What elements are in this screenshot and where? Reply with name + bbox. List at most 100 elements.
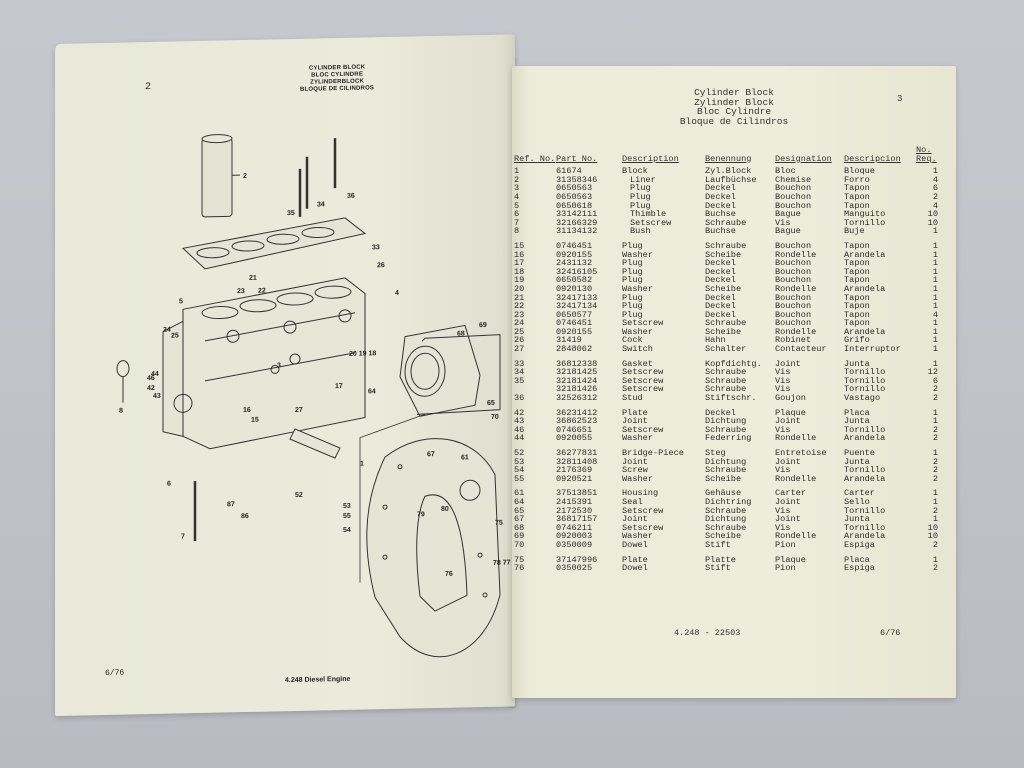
cell-descripcion: Carter [844,488,875,499]
parts-list-table: Ref. No. Part No. Description Benennung … [512,146,942,573]
cell-descripcion: Tornillo [844,217,886,228]
cell-description: Setscrew [622,384,664,395]
cell-description: Plug [630,200,651,211]
cell-designation: Entretoise [775,448,827,458]
svg-text:76: 76 [445,571,453,578]
svg-text:2: 2 [243,173,247,180]
cell-description: Plug [622,309,643,320]
svg-text:79: 79 [417,511,425,518]
cell-descripcion: Tapon [844,318,870,329]
cell-description: Plug [630,183,651,194]
cell-designation: Rondelle [775,326,817,337]
svg-text:86: 86 [241,513,249,520]
cell-part-no: 36817157 [556,514,598,525]
cell-benennung: Gehäuse [705,488,742,499]
cell-no-req: 2 [932,393,938,404]
cell-part-no: 32181425 [556,367,598,378]
cell-no-req: 4 [932,309,938,320]
cell-no-req: 2 [932,191,938,202]
cell-benennung: Dichtring [705,496,752,507]
cell-part-no: 0920155 [556,249,593,260]
svg-text:43: 43 [153,393,161,400]
cell-benennung: Dichtung [705,514,747,525]
cell-benennung: Scheibe [705,326,742,337]
cell-designation: Pion [775,539,796,550]
cell-descripcion: Arandela [844,473,886,484]
cell-ref-no: 68 [514,522,525,533]
cell-part-no: 0920521 [556,473,593,484]
cell-benennung: Schraube [705,217,747,228]
cell-benennung: Schraube [705,465,747,476]
cell-part-no: 0650563 [556,191,593,202]
cell-no-req: 10 [927,531,938,542]
left-footer-engine: 4.248 Diesel Engine [285,675,351,685]
cell-designation: Vis [775,522,791,533]
cell-designation: Vis [775,505,791,516]
cell-description: Plate [622,554,648,565]
cell-ref-no: 26 [514,335,525,346]
cell-description: Washer [622,326,653,337]
svg-text:36: 36 [347,193,355,200]
cell-part-no: 2848062 [556,344,593,355]
cell-ref-no: 52 [514,448,525,458]
cell-benennung: Scheibe [705,283,742,294]
cell-no-req: 6 [932,183,938,194]
cell-designation: Pion [775,563,796,574]
svg-text:75: 75 [495,520,503,527]
cell-no-req: 1 [932,496,938,507]
svg-text:53: 53 [343,503,351,510]
cell-no-req: 12 [927,367,938,378]
cell-part-no: 36862523 [556,416,598,427]
cell-description: Washer [622,283,653,294]
cell-description: Plug [622,258,643,269]
cell-part-no: 36231412 [556,407,598,418]
col-part-no: Part No. [556,153,598,164]
liner-part [201,134,240,218]
cell-no-req: 1 [932,358,938,369]
cell-part-no: 0650618 [556,200,593,211]
exploded-parts-diagram: 2 35 34 36 33 26 21 23 22 5 4 24 25 44 4… [116,134,511,658]
col-no-req: No. Req. [916,145,937,164]
cell-part-no: 0350025 [556,563,593,574]
cell-descripcion: Espiga [844,563,875,574]
cell-description: Bridge-Piece [622,448,684,458]
diagram-callouts: 2 35 34 36 33 26 21 23 22 5 4 24 25 44 4… [119,173,511,578]
cell-benennung: Schraube [705,522,747,533]
svg-text:55: 55 [343,513,351,520]
cell-no-req: 1 [932,266,938,277]
cell-part-no: 31419 [556,335,582,346]
cell-description: Plug [622,275,643,286]
svg-text:17: 17 [335,383,343,390]
cell-description: Plug [630,191,651,202]
cell-description: Liner [630,174,656,185]
cell-benennung: Schraube [705,505,747,516]
cell-descripcion: Arandela [844,433,886,444]
svg-text:54: 54 [343,527,351,534]
cell-ref-no: 75 [514,554,525,565]
title-line: Zylinder Block [694,96,774,108]
cell-description: Plug [622,240,643,251]
cell-description: Washer [622,531,653,542]
cell-designation: Bouchon [775,292,812,303]
cell-descripcion: Tapon [844,258,870,269]
cell-part-no: 0746211 [556,522,593,533]
cell-ref-no: 44 [514,433,525,444]
cell-benennung: Schraube [705,384,747,395]
svg-text:26: 26 [377,262,385,269]
cell-description: Washer [622,433,653,444]
cell-ref-no: 23 [514,309,525,320]
cell-designation: Joint [775,416,801,427]
cell-ref-no: 67 [514,514,525,525]
cell-designation: Rondelle [775,473,817,484]
